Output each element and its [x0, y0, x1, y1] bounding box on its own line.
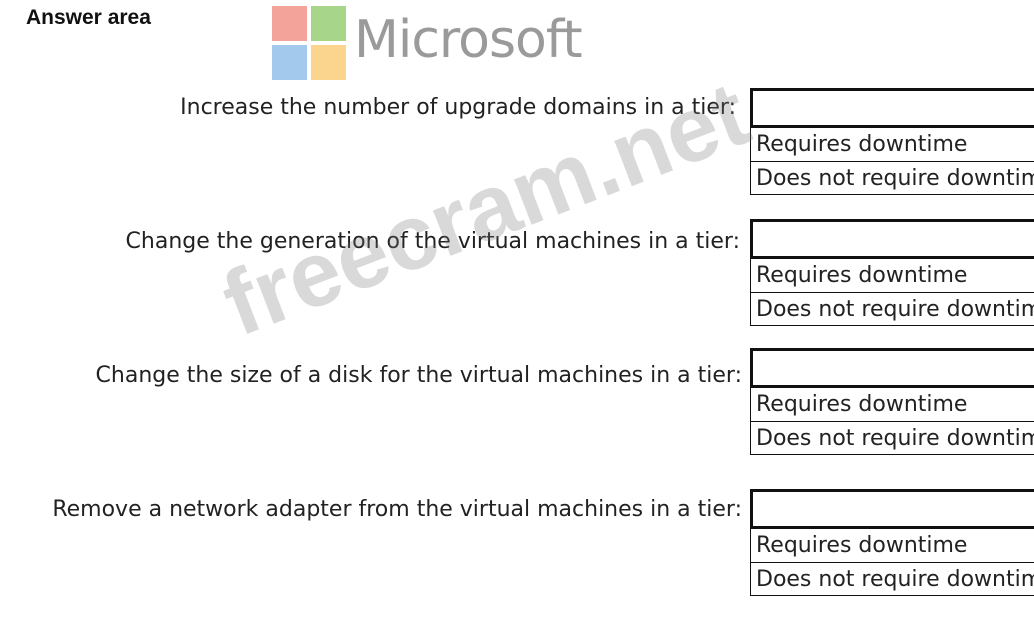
dropdown-options-list: Requires downtime Does not require downt…: [750, 388, 1034, 455]
logo-yellow-square: [311, 45, 346, 80]
dropdown-options-list: Requires downtime Does not require downt…: [750, 259, 1034, 326]
microsoft-wordmark: Microsoft: [354, 10, 583, 70]
question-upgrade-domains: Increase the number of upgrade domains i…: [180, 95, 736, 120]
option-requires-downtime[interactable]: Requires downtime: [756, 132, 968, 157]
option-requires-downtime[interactable]: Requires downtime: [756, 263, 968, 288]
option-requires-downtime[interactable]: Requires downtime: [756, 533, 968, 558]
option-requires-downtime[interactable]: Requires downtime: [756, 392, 968, 417]
dropdown-select-box[interactable]: [750, 219, 1034, 259]
option-does-not-require-downtime[interactable]: Does not require downtime: [751, 161, 1034, 194]
dropdown-select-box[interactable]: [750, 348, 1034, 388]
dropdown-disk-size[interactable]: Requires downtime Does not require downt…: [750, 348, 1034, 455]
dropdown-options-list: Requires downtime Does not require downt…: [750, 529, 1034, 596]
question-vm-generation: Change the generation of the virtual mac…: [125, 229, 740, 254]
question-network-adapter: Remove a network adapter from the virtua…: [52, 497, 742, 522]
logo-blue-square: [272, 45, 307, 80]
dropdown-network-adapter[interactable]: Requires downtime Does not require downt…: [750, 489, 1034, 596]
option-does-not-require-downtime[interactable]: Does not require downtime: [751, 421, 1034, 454]
dropdown-vm-generation[interactable]: Requires downtime Does not require downt…: [750, 219, 1034, 326]
logo-red-square: [272, 6, 307, 41]
option-does-not-require-downtime[interactable]: Does not require downtime: [751, 562, 1034, 595]
logo-green-square: [311, 6, 346, 41]
question-disk-size: Change the size of a disk for the virtua…: [95, 363, 742, 388]
dropdown-select-box[interactable]: [750, 489, 1034, 529]
option-does-not-require-downtime[interactable]: Does not require downtime: [751, 292, 1034, 325]
microsoft-logo-icon: [272, 6, 346, 80]
dropdown-upgrade-domains[interactable]: Requires downtime Does not require downt…: [750, 88, 1034, 195]
dropdown-options-list: Requires downtime Does not require downt…: [750, 128, 1034, 195]
dropdown-select-box[interactable]: [750, 88, 1034, 128]
answer-area-title: Answer area: [26, 6, 151, 29]
